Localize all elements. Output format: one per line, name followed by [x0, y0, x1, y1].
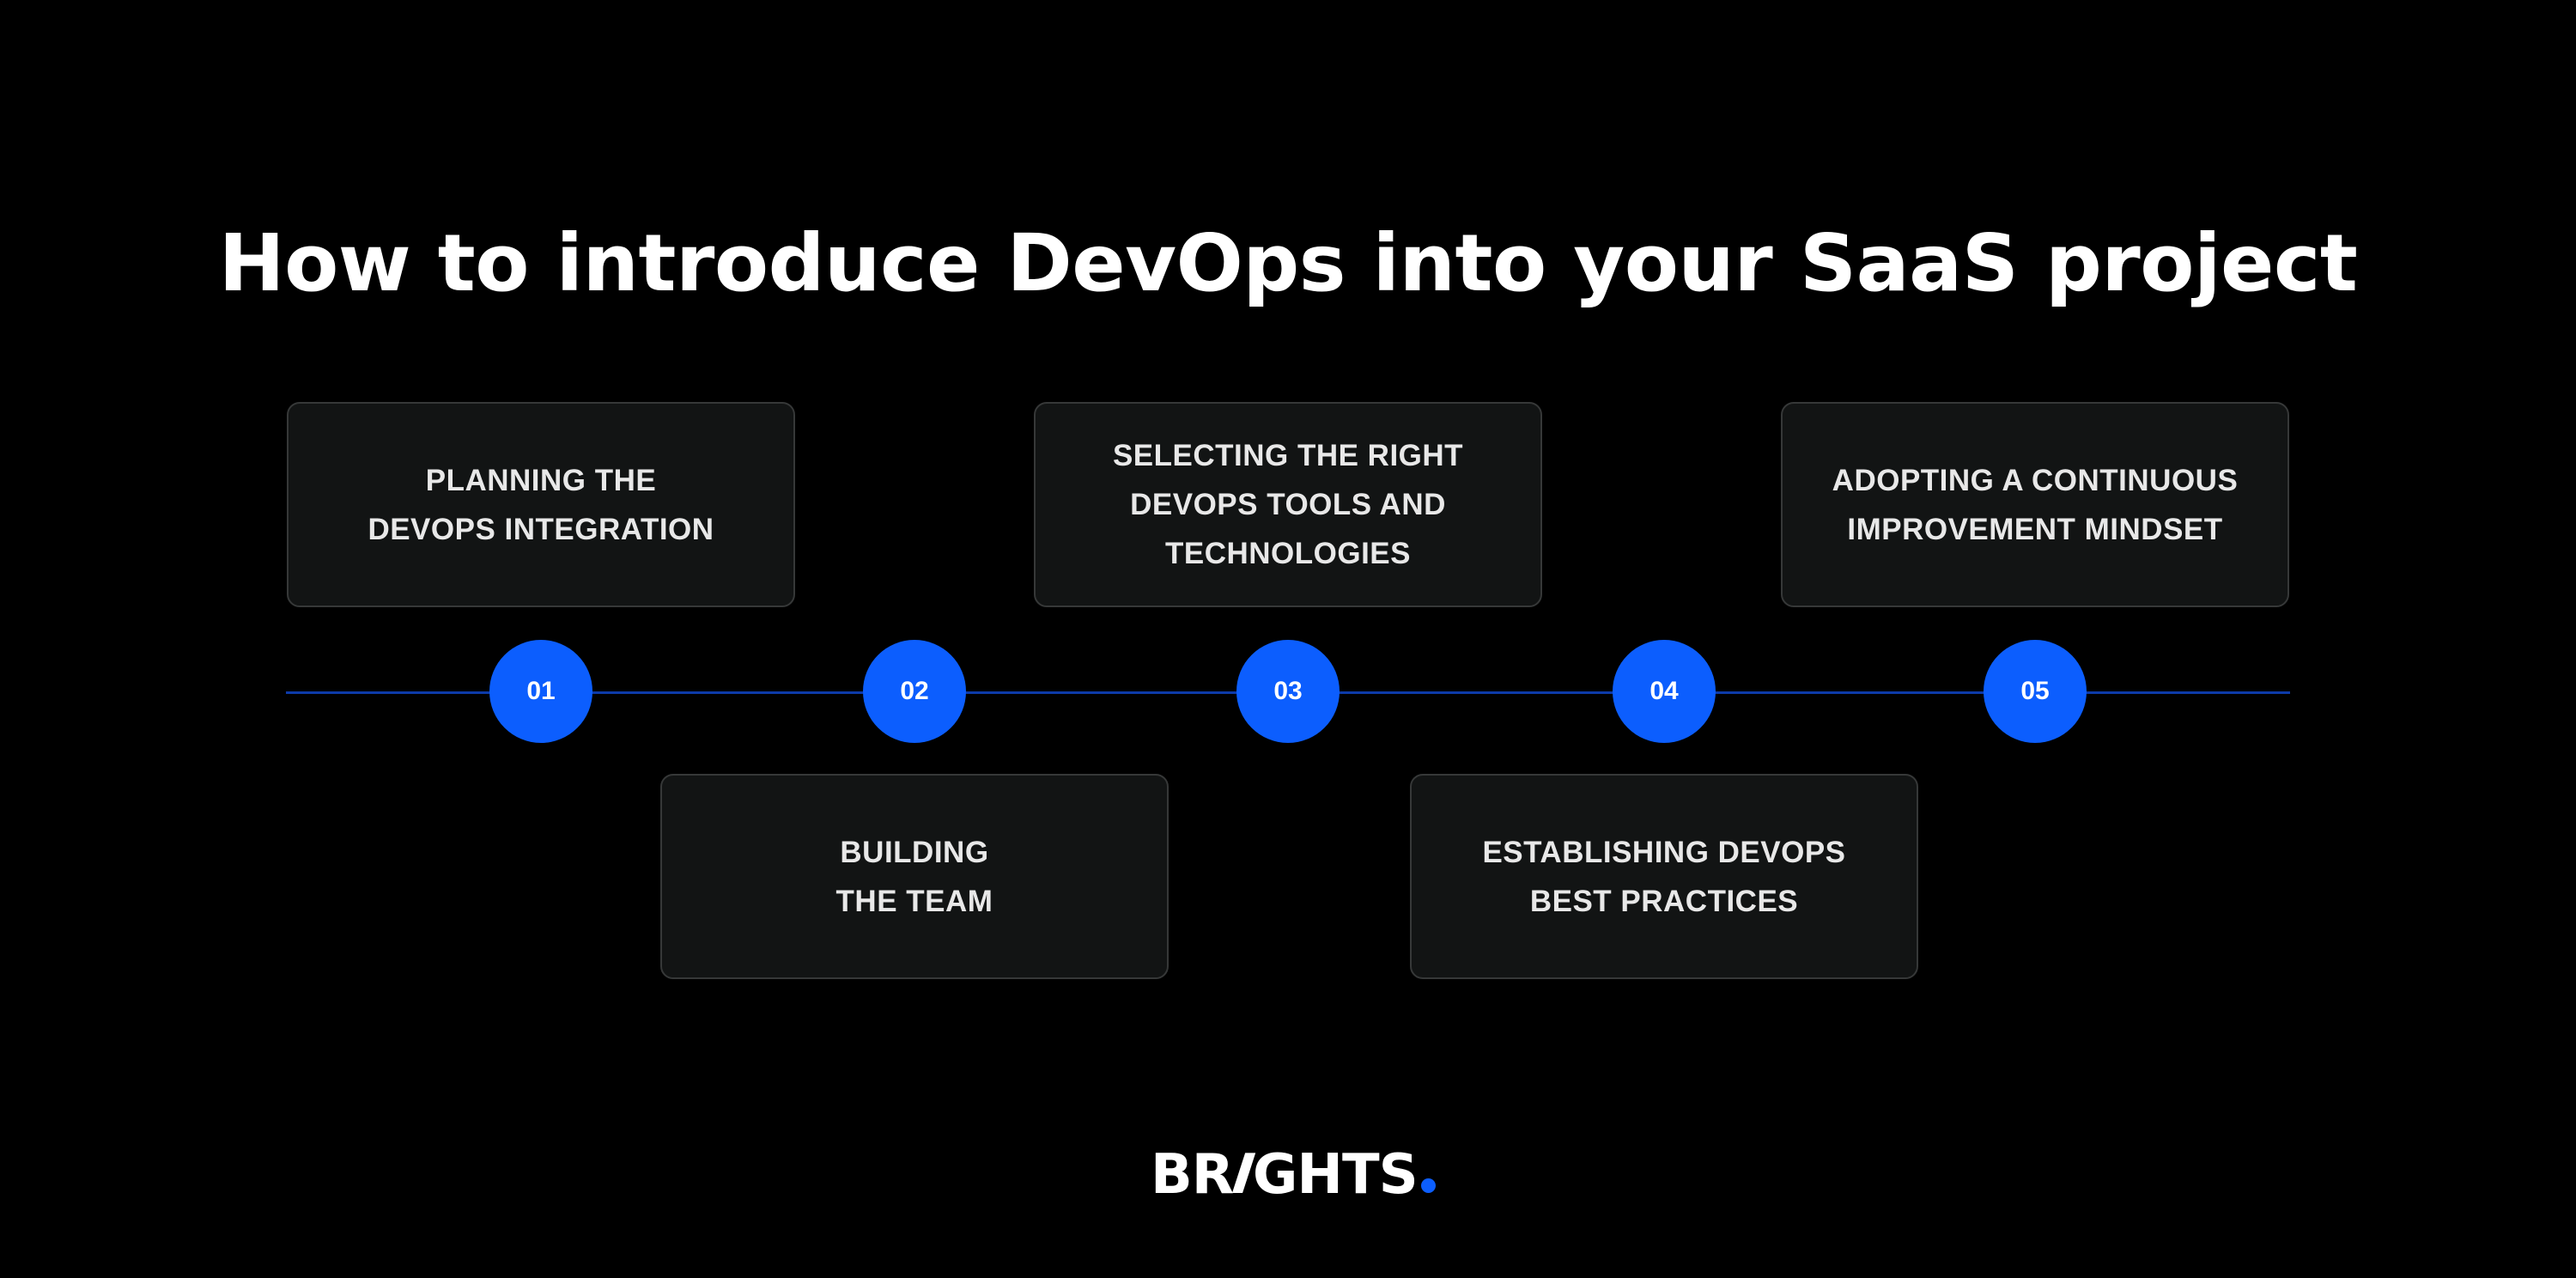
step-card-4: ESTABLISHING DEVOPS BEST PRACTICES: [1410, 774, 1918, 979]
step-card-2: BUILDING THE TEAM: [660, 774, 1169, 979]
logo-text-start: BR: [1151, 1143, 1234, 1207]
brights-logo: BRIGHTS: [1151, 1143, 1436, 1207]
step-label: ADOPTING A CONTINUOUS IMPROVEMENT MINDSE…: [1832, 463, 2239, 546]
step-number-badge-5: 05: [1984, 640, 2087, 743]
step-card-3: SELECTING THE RIGHT DEVOPS TOOLS AND TEC…: [1034, 402, 1542, 607]
step-card-5: ADOPTING A CONTINUOUS IMPROVEMENT MINDSE…: [1781, 402, 2289, 607]
step-label: BUILDING THE TEAM: [835, 835, 993, 918]
step-number-badge-3: 03: [1236, 640, 1340, 743]
step-number-badge-4: 04: [1613, 640, 1716, 743]
step-label: SELECTING THE RIGHT DEVOPS TOOLS AND TEC…: [1112, 439, 1464, 570]
step-label: PLANNING THE DEVOPS INTEGRATION: [368, 463, 714, 546]
page-title: How to introduce DevOps into your SaaS p…: [218, 216, 2358, 309]
step-label: ESTABLISHING DEVOPS BEST PRACTICES: [1482, 835, 1846, 918]
step-number-badge-1: 01: [489, 640, 592, 743]
step-number-badge-2: 02: [863, 640, 966, 743]
logo-text-end: GHTS: [1252, 1143, 1419, 1207]
step-card-1: PLANNING THE DEVOPS INTEGRATION: [287, 402, 795, 607]
logo-dot-icon: [1420, 1178, 1436, 1193]
